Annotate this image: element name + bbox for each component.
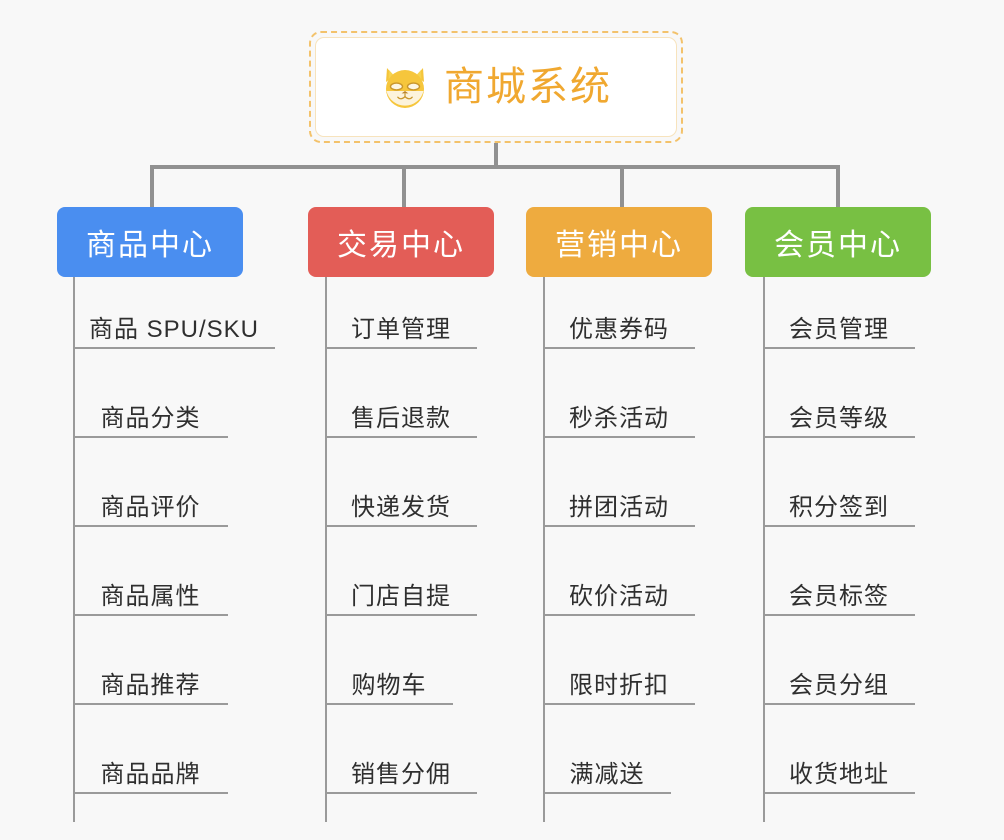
- leaf-item[interactable]: 会员分组: [763, 659, 915, 705]
- column-spine-4: [763, 277, 765, 822]
- leaf-label: 商品品牌: [100, 760, 201, 788]
- leaf-label: 满减送: [569, 760, 645, 788]
- column-spine-2: [325, 277, 327, 822]
- leaf-item[interactable]: 会员等级: [763, 392, 915, 438]
- leaf-item[interactable]: 购物车: [325, 659, 453, 705]
- leaf-label: 购物车: [351, 671, 427, 699]
- leaf-label: 会员等级: [789, 404, 889, 432]
- leaf-label: 秒杀活动: [569, 404, 669, 432]
- leaf-item[interactable]: 限时折扣: [543, 659, 695, 705]
- category-header-marketing-center[interactable]: 营销中心: [526, 207, 712, 277]
- leaf-label: 优惠券码: [569, 315, 669, 343]
- leaf-label: 销售分佣: [351, 760, 451, 788]
- leaf-label: 积分签到: [789, 493, 889, 521]
- category-label: 交易中心: [337, 229, 465, 262]
- category-header-trade-center[interactable]: 交易中心: [308, 207, 494, 277]
- leaf-item[interactable]: 商品属性: [73, 570, 228, 616]
- leaf-label: 收货地址: [789, 760, 889, 788]
- leaf-label: 商品推荐: [100, 671, 201, 699]
- leaf-item[interactable]: 门店自提: [325, 570, 477, 616]
- leaf-label: 会员分组: [789, 671, 889, 699]
- leaf-item[interactable]: 商品分类: [73, 392, 228, 438]
- column-spine-1: [73, 277, 75, 822]
- root-node[interactable]: 商城系统: [309, 31, 683, 143]
- root-title: 商城系统: [444, 65, 612, 109]
- leaf-label: 拼团活动: [569, 493, 669, 521]
- leaf-item[interactable]: 会员标签: [763, 570, 915, 616]
- column-spine-3: [543, 277, 545, 822]
- root-node-inner: 商城系统: [315, 37, 677, 137]
- category-label: 会员中心: [774, 229, 902, 262]
- category-header-member-center[interactable]: 会员中心: [745, 207, 931, 277]
- leaf-item[interactable]: 收货地址: [763, 748, 915, 794]
- root-connector-stem: [494, 143, 498, 167]
- leaf-item[interactable]: 会员管理: [763, 303, 915, 349]
- leaf-label: 订单管理: [351, 315, 451, 343]
- leaf-item[interactable]: 售后退款: [325, 392, 477, 438]
- connector-drop-3: [620, 165, 624, 207]
- connector-bus: [150, 165, 840, 169]
- leaf-label: 商品属性: [100, 582, 201, 610]
- leaf-label: 商品分类: [100, 404, 201, 432]
- leaf-label: 快递发货: [351, 493, 451, 521]
- category-label: 营销中心: [555, 229, 683, 262]
- connector-drop-4: [836, 165, 840, 207]
- leaf-item[interactable]: 积分签到: [763, 481, 915, 527]
- leaf-item[interactable]: 订单管理: [325, 303, 477, 349]
- shiba-dog-icon: [386, 68, 424, 108]
- leaf-item[interactable]: 秒杀活动: [543, 392, 695, 438]
- leaf-item[interactable]: 快递发货: [325, 481, 477, 527]
- leaf-label: 商品 SPU/SKU: [88, 315, 260, 343]
- leaf-item[interactable]: 销售分佣: [325, 748, 477, 794]
- leaf-label: 砍价活动: [569, 582, 669, 610]
- leaf-item[interactable]: 优惠券码: [543, 303, 695, 349]
- connector-drop-2: [402, 165, 406, 207]
- leaf-item[interactable]: 商品评价: [73, 481, 228, 527]
- leaf-item[interactable]: 拼团活动: [543, 481, 695, 527]
- leaf-label: 会员标签: [789, 582, 889, 610]
- leaf-item[interactable]: 砍价活动: [543, 570, 695, 616]
- leaf-label: 商品评价: [100, 493, 201, 521]
- leaf-label: 会员管理: [789, 315, 889, 343]
- connector-drop-1: [150, 165, 154, 207]
- category-header-product-center[interactable]: 商品中心: [57, 207, 243, 277]
- leaf-item[interactable]: 满减送: [543, 748, 671, 794]
- leaf-label: 限时折扣: [569, 671, 669, 699]
- leaf-label: 门店自提: [351, 582, 451, 610]
- leaf-label: 售后退款: [351, 404, 451, 432]
- leaf-item[interactable]: 商品 SPU/SKU: [73, 303, 275, 349]
- category-label: 商品中心: [86, 229, 214, 262]
- leaf-item[interactable]: 商品推荐: [73, 659, 228, 705]
- leaf-item[interactable]: 商品品牌: [73, 748, 228, 794]
